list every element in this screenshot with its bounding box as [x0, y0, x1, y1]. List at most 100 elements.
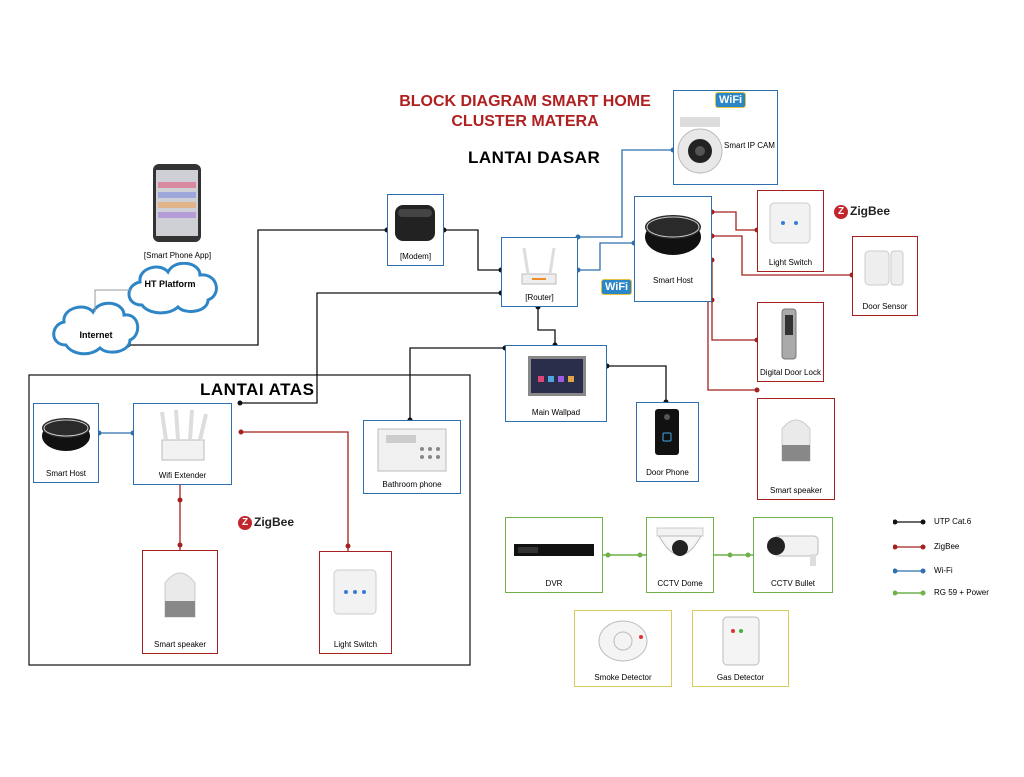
wire-router-smarthost — [578, 242, 634, 271]
smartphone-icon — [153, 164, 201, 242]
cloud-ht-platform — [127, 261, 218, 315]
smart-speaker-icon — [781, 419, 811, 462]
light-switch-ground: Light Switch — [757, 190, 824, 272]
wifi-extender-icon — [160, 409, 208, 461]
digital-door-lock-label: Digital Door Lock — [760, 368, 821, 377]
gas-detector: Gas Detector — [692, 610, 789, 687]
ip-camera-icon — [677, 117, 723, 174]
smart-speaker-upper-icon — [164, 572, 196, 618]
smart-host-upper-icon — [42, 418, 90, 451]
smoke-detector: Smoke Detector — [574, 610, 672, 687]
wire-wallpad-bathroom — [409, 347, 505, 420]
internet-label: Internet — [79, 330, 113, 340]
smart-phone-app: [Smart Phone App] — [140, 162, 215, 262]
smart-host-icon — [645, 215, 701, 255]
modem-label: [Modem] — [399, 252, 432, 261]
wire-host-doorlock — [711, 260, 757, 341]
ht-platform-label: HT Platform — [144, 279, 196, 289]
legend-zigbee: ZigBee — [934, 542, 960, 551]
wifi-badge-ipcam: WiFi — [715, 92, 747, 108]
light-switch-icon — [769, 202, 811, 244]
dvr-icon — [514, 544, 594, 556]
smart-host-ground: Smart Host — [634, 196, 712, 302]
diagram-title: BLOCK DIAGRAM SMART HOME CLUSTER MATERA — [380, 92, 670, 132]
door-sensor-label: Door Sensor — [862, 302, 908, 311]
dvr: DVR — [505, 517, 603, 593]
wallpad-icon — [528, 356, 586, 396]
legend-swatches — [893, 519, 926, 596]
door-phone-label: Door Phone — [646, 468, 689, 477]
main-wallpad-label: Main Wallpad — [531, 408, 581, 417]
smoke-detector-icon — [598, 620, 648, 662]
cctv-bullet-icon — [767, 535, 819, 566]
smart-phone-app-label: [Smart Phone App] — [143, 251, 212, 260]
door-sensor-icon — [864, 250, 904, 286]
light-switch-upper: Light Switch — [319, 551, 392, 654]
smart-host-ground-label: Smart Host — [652, 276, 693, 285]
light-switch-upper-label: Light Switch — [333, 640, 378, 649]
router: [Router] — [501, 237, 578, 307]
digital-door-lock: Digital Door Lock — [757, 302, 824, 382]
wire-router-wallpad — [537, 307, 556, 345]
wire-wallpad-doorphone — [607, 365, 667, 402]
gas-detector-label: Gas Detector — [716, 673, 765, 682]
smart-speaker-ground: Smart speaker — [757, 398, 835, 500]
door-sensor: Door Sensor — [852, 236, 918, 316]
wire-host-lightswitch — [712, 211, 757, 231]
ground-floor-label: LANTAI DASAR — [468, 148, 601, 167]
smart-host-upper: Smart Host — [33, 403, 99, 483]
wire-extender-lightswitch — [241, 431, 349, 551]
cctv-dome: CCTV Dome — [646, 517, 714, 593]
zigbee-badge-text: ZigBee — [850, 204, 891, 218]
light-switch-upper-icon — [333, 569, 377, 615]
cctv-bullet: CCTV Bullet — [753, 517, 833, 593]
main-wallpad: Main Wallpad — [505, 345, 607, 422]
bathroom-phone-label: Bathroom phone — [382, 480, 442, 489]
wifi-extender-label: Wifi Extender — [158, 471, 207, 480]
zigbee-icon: Z — [834, 204, 848, 219]
door-lock-icon — [781, 308, 797, 360]
title-line-1: BLOCK DIAGRAM SMART HOME — [399, 93, 651, 110]
router-icon — [521, 247, 557, 285]
smart-speaker-ground-label: Smart speaker — [769, 486, 823, 495]
wire-modem-internet — [128, 229, 387, 346]
legend-wifi: Wi-Fi — [934, 566, 953, 575]
zigbee-icon: Z — [238, 515, 252, 530]
cctv-dome-icon — [656, 527, 704, 556]
modem: [Modem] — [387, 194, 444, 266]
wire-platform-internet — [94, 289, 132, 312]
smart-speaker-upper: Smart speaker — [142, 550, 218, 654]
cloud-internet — [52, 301, 140, 356]
smart-speaker-upper-label: Smart speaker — [153, 640, 207, 649]
smoke-detector-label: Smoke Detector — [594, 673, 652, 682]
modem-icon — [395, 205, 435, 241]
wire-host-speaker — [707, 299, 757, 391]
wire-modem-router — [444, 229, 501, 271]
title-line-2: CLUSTER MATERA — [451, 113, 599, 130]
legend-utp: UTP Cat.6 — [934, 517, 972, 526]
upper-floor-label: LANTAI ATAS — [200, 380, 315, 399]
wire-host-doorsensor — [712, 235, 852, 276]
zigbee-badge-upper-text: ZigBee — [254, 515, 295, 529]
router-label: [Router] — [525, 293, 554, 302]
upper-floor-frame — [28, 374, 471, 666]
door-phone: Door Phone — [636, 402, 699, 482]
legend-rg59: RG 59 + Power — [934, 588, 989, 597]
wire-router-ipcam — [578, 149, 673, 238]
door-phone-icon — [655, 409, 679, 455]
smart-ip-cam-label: Smart IP CAM — [724, 141, 775, 150]
wifi-extender: Wifi Extender — [133, 403, 232, 485]
wire-router-upper — [240, 292, 501, 404]
cctv-dome-label: CCTV Dome — [657, 579, 703, 588]
bathroom-phone-icon — [377, 428, 447, 472]
bathroom-phone: Bathroom phone — [363, 420, 461, 494]
cctv-bullet-label: CCTV Bullet — [770, 579, 815, 588]
gas-detector-icon — [722, 616, 760, 666]
rg59-dots — [605, 552, 751, 558]
light-switch-ground-label: Light Switch — [768, 258, 813, 267]
wifi-badge-host: WiFi — [601, 279, 633, 295]
smart-host-upper-label: Smart Host — [45, 469, 86, 478]
